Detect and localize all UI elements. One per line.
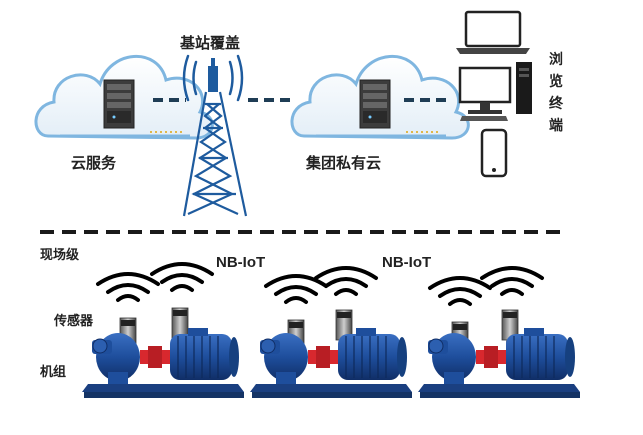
- pump-unit-2: [249, 266, 413, 399]
- cloud-service-label: 云服务: [71, 155, 117, 172]
- unit-label: 机组: [40, 364, 67, 379]
- terminal-label: 浏览终端: [549, 51, 563, 133]
- tower-label: 基站覆盖: [180, 35, 241, 52]
- section-label: 现场级: [40, 247, 80, 262]
- sensor-label: 传感器: [54, 313, 94, 328]
- laptop-icon: [456, 10, 530, 54]
- pump-unit-3: [417, 266, 581, 399]
- nbiot-label-left: NB-IoT: [216, 254, 266, 271]
- nbiot-label-right: NB-IoT: [382, 254, 432, 271]
- private-cloud-label: 集团私有云: [306, 155, 382, 172]
- private-cloud-node: [290, 54, 470, 140]
- pump-unit-1: [81, 262, 245, 399]
- mobile-phone-icon: [480, 128, 508, 178]
- desktop-computer-icon: [458, 62, 532, 121]
- base-station-tower-icon: [182, 54, 248, 217]
